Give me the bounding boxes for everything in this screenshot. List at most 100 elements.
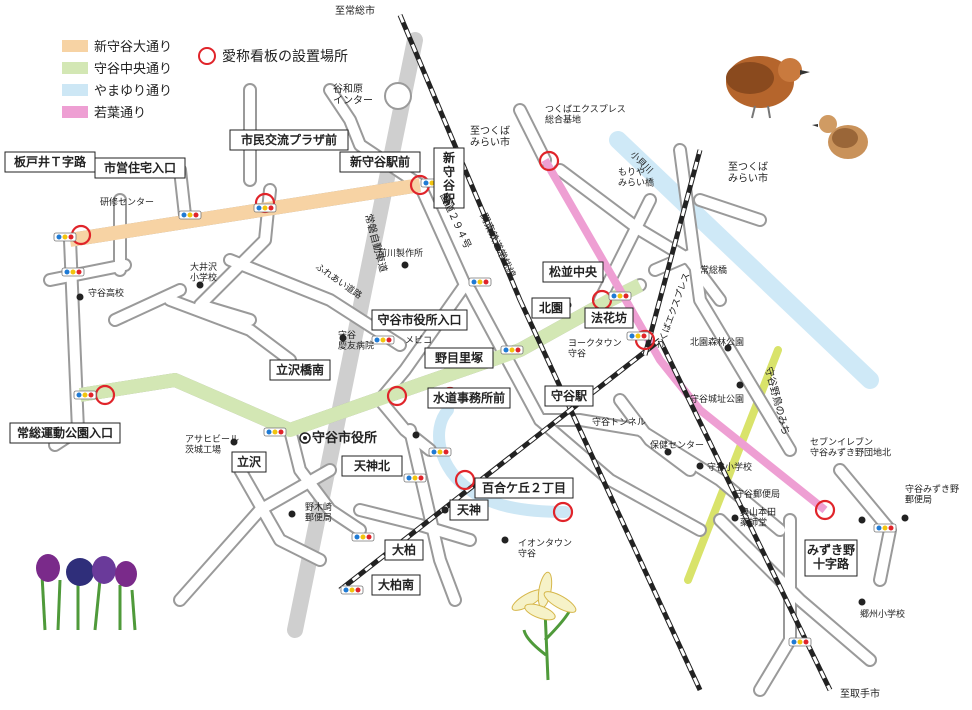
place-label-moriya-high: 守谷高校 bbox=[88, 287, 124, 299]
place-label-yorktown: ヨークタウン守谷 bbox=[568, 338, 622, 359]
box-text: 立沢橋南 bbox=[276, 362, 324, 377]
boxed-label-mizukino: みずき野十字路 bbox=[804, 539, 858, 577]
expressway-band bbox=[287, 32, 423, 638]
box-text: 天神 bbox=[457, 502, 481, 517]
boxed-labels: 板戸井Ｔ字路市営住宅入口 市民交流プラザ前新守谷駅前 新守谷駅守谷市役所入口野目里塚… bbox=[4, 129, 858, 596]
boxed-label-hokkeko: 法花坊 bbox=[584, 307, 634, 329]
boxed-label-tachizawa: 立沢 bbox=[231, 451, 267, 473]
road-fill bbox=[405, 425, 460, 605]
facility-dot-icon bbox=[288, 510, 296, 518]
place-label-moriya-tunnel: 守谷トンネル bbox=[592, 416, 646, 428]
quail-bird-icon bbox=[726, 56, 810, 119]
boxed-label-ogashi-minami: 大柏南 bbox=[371, 574, 421, 596]
city-hall-icon bbox=[299, 432, 311, 444]
boxed-label-matsunami: 松並中央 bbox=[542, 261, 604, 283]
place-label-moriya-castle: 守谷城址公園 bbox=[690, 393, 744, 405]
lily-flower-icon bbox=[511, 571, 577, 681]
boxed-label-joso-undo: 常総運動公園入口 bbox=[9, 422, 121, 444]
box-text: 天神北 bbox=[354, 458, 390, 473]
traffic-signal-icon bbox=[468, 277, 492, 287]
place-label-asahi: アサヒビール茨城工場 bbox=[185, 434, 239, 455]
destination-tsukuba-mirai: 至つくばみらい市 bbox=[728, 161, 768, 185]
place-label-kitazono-park: 北園森林公園 bbox=[690, 336, 744, 348]
boxed-label-itadoi: 板戸井Ｔ字路 bbox=[4, 151, 96, 173]
place-label-nogizaki-post: 野木崎郵便局 bbox=[305, 501, 332, 523]
traffic-signal-icon bbox=[73, 390, 97, 400]
iris-flower-icon bbox=[36, 554, 137, 631]
place-label-tsukuba-mirai-left: 至つくばみらい市 bbox=[470, 125, 510, 149]
legend-label: 守谷中央通り bbox=[94, 62, 172, 77]
boxed-label-kitazono: 北園 bbox=[531, 297, 571, 319]
quail-bird-small-icon bbox=[812, 115, 868, 159]
road-fill bbox=[45, 260, 130, 285]
box-text: 新守谷駅 bbox=[442, 150, 456, 206]
place-label-okuyama: 奥山本田薬師堂 bbox=[740, 506, 776, 528]
legend-swatch bbox=[62, 84, 88, 96]
road-fill bbox=[165, 295, 295, 365]
place-label-hoken: 保健センター bbox=[650, 439, 704, 451]
traffic-signal-icon bbox=[403, 473, 427, 483]
road-fill bbox=[615, 395, 695, 475]
signboard-marker-icon bbox=[814, 499, 836, 521]
traffic-signal-icon bbox=[263, 427, 287, 437]
place-label-tx-base: つくばエクスプレス総合基地 bbox=[545, 104, 626, 125]
kokai-river bbox=[609, 131, 879, 389]
boxed-label-yurigaoka: 百合ケ丘２丁目 bbox=[474, 477, 574, 499]
road-fill bbox=[515, 105, 550, 165]
place-label-gosyu-school: 郷州小学校 bbox=[860, 608, 905, 620]
traffic-signal-icon bbox=[351, 532, 375, 542]
traffic-signal-icon bbox=[61, 267, 85, 277]
place-label-mekiko: メビコ bbox=[405, 335, 432, 346]
traffic-signals bbox=[53, 178, 897, 647]
signboard-marker-icon bbox=[552, 501, 574, 523]
traffic-signal-icon bbox=[340, 585, 364, 595]
box-text: 新守谷駅前 bbox=[350, 154, 410, 169]
legend-label: やまゆり通り bbox=[94, 84, 172, 99]
boxed-label-shiyakusho-iriguchi: 守谷市役所入口 bbox=[371, 309, 468, 331]
box-text: 板戸井Ｔ字路 bbox=[14, 154, 87, 169]
road-fill bbox=[235, 465, 325, 565]
signboard-marker-icon bbox=[454, 469, 476, 491]
boxed-label-moriya-eki: 守谷駅 bbox=[544, 385, 594, 407]
place-label-tsukuba-express: つくばエクスプレス bbox=[654, 271, 692, 351]
place-label-city-hall: 守谷市役所 bbox=[312, 430, 377, 446]
road-fill bbox=[715, 515, 875, 665]
place-label-kanto-rail: 関東鉄道常総線 bbox=[477, 211, 518, 280]
facility-dot-icon bbox=[412, 431, 420, 439]
box-text: 守谷市役所入口 bbox=[377, 312, 461, 327]
nomichi-band bbox=[684, 346, 782, 584]
traffic-signal-icon bbox=[500, 345, 524, 355]
place-label-moriya-post: 守谷郵便局 bbox=[735, 488, 780, 500]
legend-swatch bbox=[62, 62, 88, 74]
box-text: 市民交流プラザ前 bbox=[241, 132, 337, 147]
facility-dot-icon bbox=[230, 438, 238, 446]
facility-dots bbox=[76, 261, 909, 606]
place-label-moriya-hospital: 守谷慶友病院 bbox=[338, 329, 374, 351]
traffic-signal-icon bbox=[178, 210, 202, 220]
facility-dot-icon bbox=[441, 506, 449, 514]
boxed-label-ogashi: 大柏 bbox=[384, 539, 424, 561]
boxed-label-tenjin-kita: 天神北 bbox=[341, 455, 403, 477]
road-fill bbox=[555, 165, 725, 305]
box-text: 野目里塚 bbox=[435, 350, 483, 365]
facility-dot-icon bbox=[696, 462, 704, 470]
boxed-label-shiei-jutaku: 市営住宅入口 bbox=[94, 157, 186, 179]
legend-swatch bbox=[62, 40, 88, 52]
boxed-label-shin-moriya-station: 新守谷駅 bbox=[433, 147, 465, 209]
traffic-signal-icon bbox=[53, 232, 77, 242]
place-label-moriya-elem: 守谷小学校 bbox=[707, 461, 752, 473]
legend-label: 新守谷大通り bbox=[94, 39, 172, 55]
place-label-yawara-ic: 谷和原インター bbox=[333, 83, 373, 107]
boxed-label-suido: 水道事務所前 bbox=[427, 387, 511, 409]
road-fill bbox=[650, 250, 695, 275]
place-label-aeontown: イオンタウン守谷 bbox=[518, 538, 572, 559]
place-label-kensyu: 研修センター bbox=[100, 196, 154, 208]
place-label-oisawa-school: 大井沢小学校 bbox=[190, 261, 217, 283]
traffic-signal-icon bbox=[788, 637, 812, 647]
facility-dot-icon bbox=[858, 516, 866, 524]
road-fill bbox=[695, 195, 765, 225]
signboard-legend: 愛称看板の設置場所 bbox=[198, 47, 348, 65]
facility-dot-icon bbox=[858, 598, 866, 606]
